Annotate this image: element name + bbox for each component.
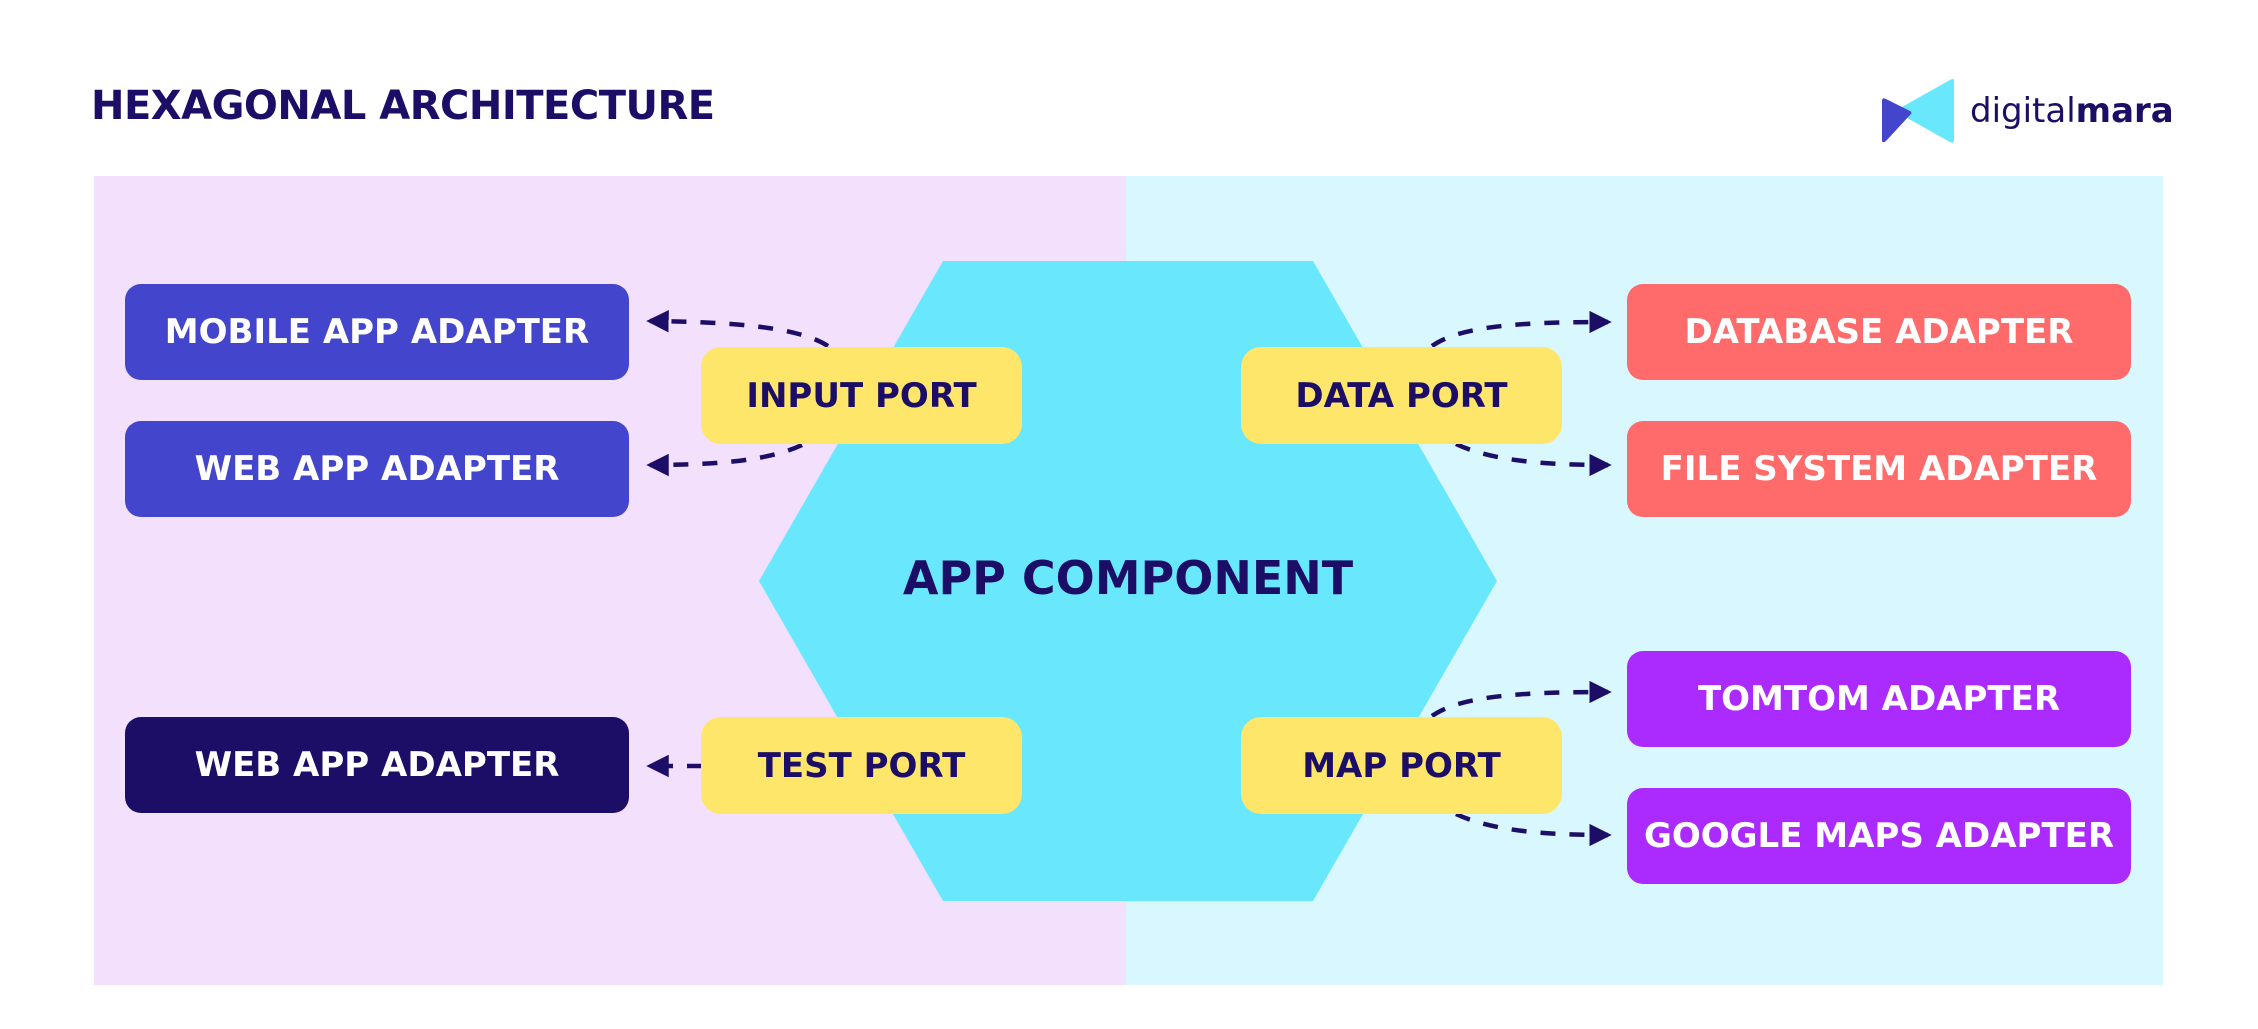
file-system-adapter: FILE SYSTEM ADAPTER <box>1627 421 2131 517</box>
test-web-app-adapter: WEB APP ADAPTER <box>125 717 629 813</box>
data-port: DATA PORT <box>1241 347 1562 444</box>
arrow-input-to-mobile <box>646 309 830 348</box>
arrow-data-to-filesystem <box>1455 441 1612 477</box>
google-maps-adapter: GOOGLE MAPS ADAPTER <box>1627 788 2131 884</box>
test-port-label: TEST PORT <box>757 745 966 786</box>
adapter-label: WEB APP ADAPTER <box>194 449 560 489</box>
brand-logo: digitalmara <box>1880 78 2174 144</box>
page-title: HEXAGONAL ARCHITECTURE <box>91 83 715 129</box>
adapter-label: TOMTOM ADAPTER <box>1697 679 2061 719</box>
adapter-label: GOOGLE MAPS ADAPTER <box>1643 816 2115 856</box>
database-adapter: DATABASE ADAPTER <box>1627 284 2131 380</box>
map-port-label: MAP PORT <box>1302 745 1501 786</box>
adapter-label: MOBILE APP ADAPTER <box>164 312 590 352</box>
arrow-map-to-googlemaps <box>1455 811 1612 847</box>
web-app-adapter: WEB APP ADAPTER <box>125 421 629 517</box>
logo-wordmark: digitalmara <box>1970 91 2174 131</box>
adapter-label: WEB APP ADAPTER <box>194 745 560 785</box>
adapter-label: FILE SYSTEM ADAPTER <box>1660 449 2098 489</box>
input-port-label: INPUT PORT <box>746 375 977 416</box>
input-port: INPUT PORT <box>701 347 1022 444</box>
tomtom-adapter: TOMTOM ADAPTER <box>1627 651 2131 747</box>
adapter-label: DATABASE ADAPTER <box>1684 312 2074 352</box>
arrow-input-to-web <box>646 442 803 477</box>
map-port: MAP PORT <box>1241 717 1562 814</box>
arrow-map-to-tomtom <box>1430 680 1612 718</box>
mobile-app-adapter: MOBILE APP ADAPTER <box>125 284 629 380</box>
data-port-label: DATA PORT <box>1295 375 1508 416</box>
app-component-label: APP COMPONENT <box>902 551 1354 605</box>
test-port: TEST PORT <box>701 717 1022 814</box>
arrow-data-to-database <box>1430 310 1612 348</box>
digitalmara-logo-icon <box>1882 79 1954 143</box>
